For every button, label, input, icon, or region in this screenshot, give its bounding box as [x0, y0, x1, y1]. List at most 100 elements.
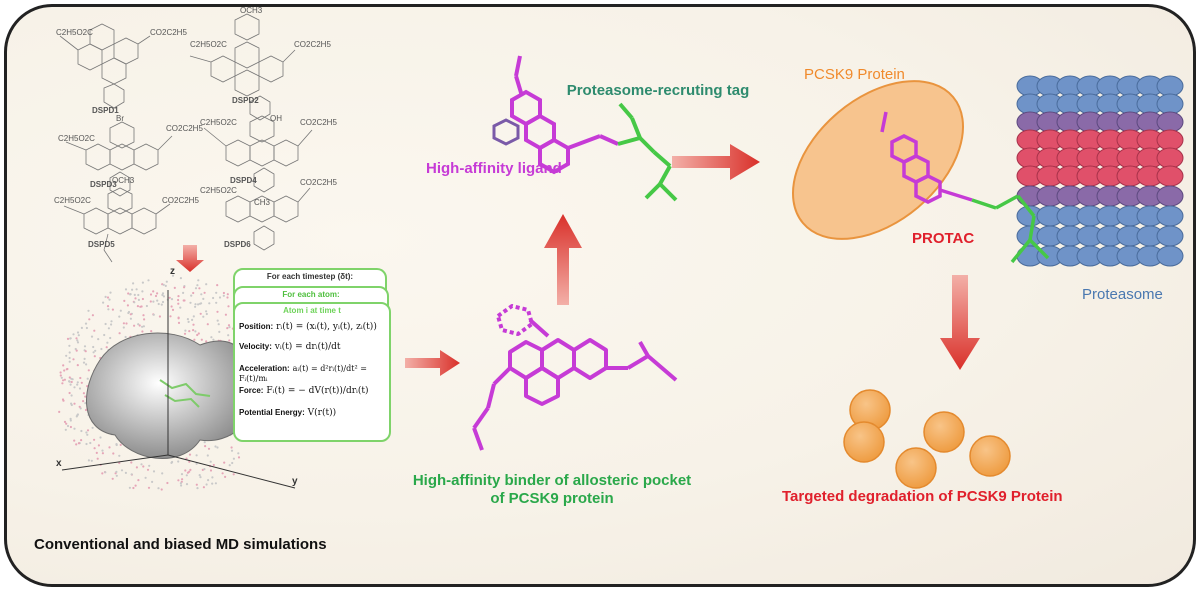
water-dot	[237, 452, 240, 455]
water-dot	[183, 332, 187, 335]
molecule-dspd2	[189, 13, 296, 121]
water-dot	[82, 392, 85, 395]
water-dot	[231, 461, 234, 465]
substituent-bromo: Br	[116, 114, 124, 123]
water-dot	[82, 361, 86, 364]
water-dot	[198, 287, 201, 290]
water-dot	[75, 349, 78, 352]
proteasome-subunit	[1156, 205, 1184, 227]
water-dot	[152, 470, 156, 473]
water-dot	[95, 451, 98, 454]
water-dot	[221, 472, 224, 475]
water-dot	[69, 337, 72, 340]
water-dot	[118, 332, 121, 335]
degraded-fragment	[923, 411, 965, 453]
water-dot	[199, 312, 202, 315]
water-dot	[216, 446, 219, 449]
water-dot	[134, 297, 137, 300]
water-dot	[179, 306, 182, 309]
proteasome-subunit	[1156, 93, 1184, 115]
water-dot	[69, 419, 72, 422]
water-dot	[202, 315, 205, 318]
arrow-up-1	[544, 214, 582, 305]
proteasome-subunit	[1156, 185, 1184, 207]
water-dot	[141, 281, 144, 284]
water-dot	[90, 459, 93, 462]
substituent-methoxy-2: OCH3	[112, 176, 135, 185]
pcsk9-label: PCSK9 Protein	[804, 66, 905, 83]
water-dot	[165, 280, 168, 283]
water-dot	[210, 336, 213, 339]
binder-molecule	[472, 304, 678, 451]
protac-label: PROTAC	[912, 230, 975, 247]
water-dot	[196, 487, 199, 490]
water-dot	[166, 481, 169, 485]
eq-acceleration-key: Acceleration:	[239, 364, 290, 373]
arrow-down-2	[940, 275, 980, 370]
water-dot	[171, 274, 175, 277]
proteasome	[1016, 75, 1184, 267]
water-dot	[70, 403, 73, 407]
water-dot	[145, 304, 148, 308]
water-dot	[84, 322, 88, 325]
water-dot	[141, 330, 144, 333]
water-dot	[128, 486, 131, 489]
water-dot	[177, 302, 180, 305]
water-dot	[160, 488, 163, 491]
water-dot	[108, 446, 111, 449]
water-dot	[104, 471, 107, 474]
water-dot	[115, 470, 118, 473]
water-dot	[206, 454, 209, 457]
md-inner-title: Atom i at time t	[283, 306, 341, 315]
water-dot	[105, 346, 108, 349]
water-dot	[80, 429, 83, 433]
water-dot	[107, 308, 110, 311]
water-dot	[199, 476, 202, 479]
protein-surface	[86, 332, 248, 459]
eq-position: Position: rᵢ(t) = (xᵢ(t), yᵢ(t), zᵢ(t))	[239, 322, 377, 332]
water-dot	[69, 425, 72, 429]
water-dot	[137, 323, 140, 326]
water-dot	[180, 473, 184, 476]
eq-force-value: Fᵢ(t) = − dV(r(t))/drᵢ(t)	[266, 386, 369, 396]
water-dot	[216, 310, 219, 313]
water-dot	[227, 324, 231, 327]
water-dot	[214, 482, 217, 485]
water-dot	[232, 473, 235, 476]
water-dot	[118, 454, 121, 457]
water-dot	[200, 302, 203, 305]
water-dot	[206, 323, 209, 326]
water-dot	[170, 461, 173, 464]
water-dot	[171, 308, 175, 311]
water-dot	[185, 483, 189, 486]
water-dot	[65, 354, 68, 357]
water-dot	[119, 443, 122, 446]
water-dot	[72, 358, 75, 361]
water-dot	[148, 464, 151, 467]
water-dot	[228, 326, 231, 329]
eq-velocity-key: Velocity:	[239, 342, 272, 351]
water-dot	[188, 330, 191, 333]
water-dot	[74, 347, 77, 351]
water-dot	[80, 326, 83, 329]
water-dot	[154, 294, 158, 298]
water-dot	[132, 282, 135, 285]
water-dot	[76, 414, 79, 417]
substituent-ester-6: C2H5O2C	[200, 186, 237, 195]
water-dot	[150, 330, 153, 333]
water-dot	[151, 480, 154, 483]
water-dot	[76, 339, 79, 342]
water-dot	[168, 296, 171, 299]
water-dot	[68, 376, 71, 379]
water-dot	[215, 301, 218, 304]
substituent-methoxy-1: OCH3	[240, 6, 263, 15]
water-dot	[162, 283, 165, 286]
water-dot	[126, 304, 129, 307]
water-dot	[207, 479, 210, 482]
water-dot	[89, 441, 92, 445]
rounded-frame	[4, 4, 1196, 587]
water-dot	[66, 424, 70, 428]
water-dot	[65, 422, 68, 425]
water-dot	[138, 324, 141, 327]
water-dot	[76, 383, 79, 386]
